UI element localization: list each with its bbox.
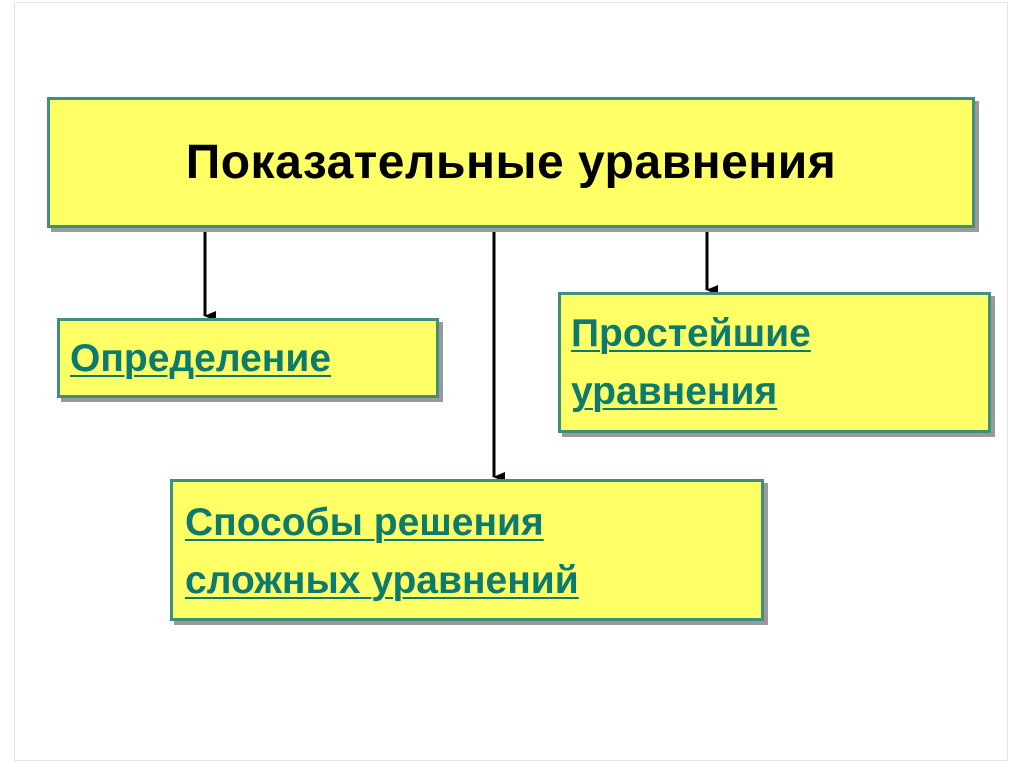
simple-equations-link-line-1[interactable]: Простейшие: [571, 312, 811, 355]
solution-methods-link-line-2[interactable]: сложных уравнений: [185, 559, 579, 602]
simple-equations-node[interactable]: Простейшие уравнения: [558, 292, 991, 433]
solution-methods-link-line-1[interactable]: Способы решения: [185, 501, 544, 544]
simple-equations-link-line-2[interactable]: уравнения: [571, 370, 778, 413]
definition-node[interactable]: Определение: [57, 318, 439, 398]
title-node: Показательные уравнения: [47, 97, 975, 228]
solution-methods-node[interactable]: Способы решения сложных уравнений: [170, 479, 764, 621]
slide-frame: [14, 2, 1008, 761]
definition-link[interactable]: Определение: [70, 337, 332, 380]
diagram-title: Показательные уравнения: [185, 136, 837, 189]
